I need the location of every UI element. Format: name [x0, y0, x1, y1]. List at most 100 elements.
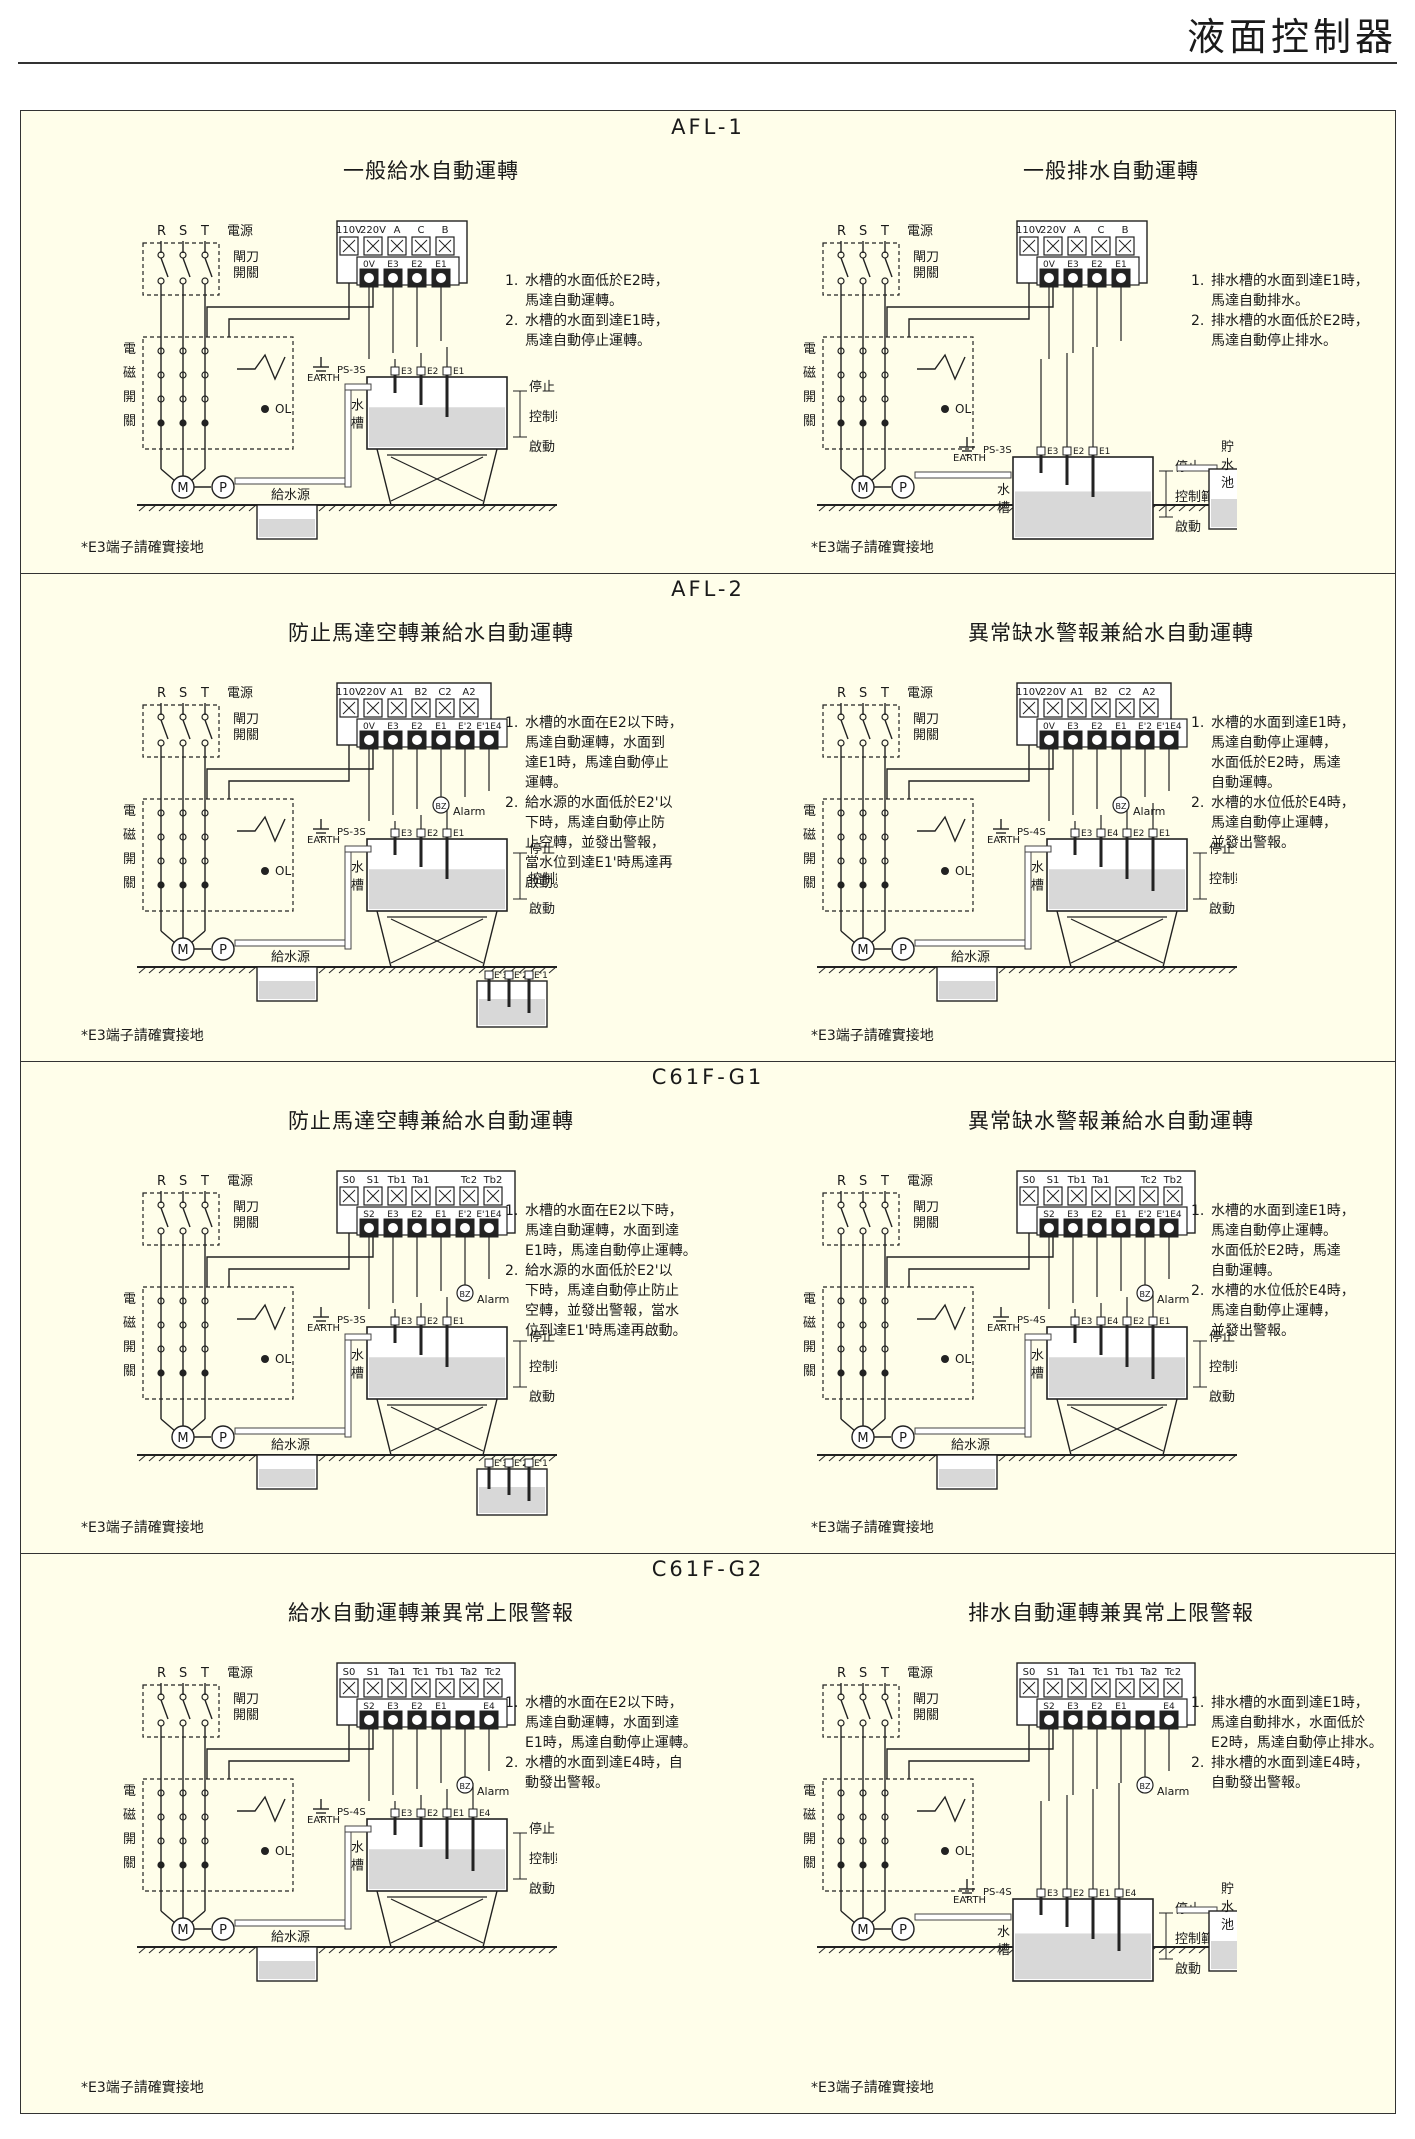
wire — [1208, 1454, 1217, 1462]
wire — [878, 504, 887, 512]
electrode-label: E2 — [1073, 447, 1084, 457]
wire — [482, 1398, 498, 1456]
terminal-label: S2 — [363, 1210, 374, 1220]
electrode-label: E1 — [453, 367, 464, 377]
wire — [908, 1454, 917, 1462]
wire — [868, 504, 877, 512]
wire — [438, 504, 447, 512]
terminal-label: E3 — [387, 260, 398, 270]
electrode-terminal — [1036, 1888, 1046, 1898]
terminal-screw-head — [364, 273, 374, 283]
wire — [148, 966, 157, 974]
supply-source-label: 給水源 — [271, 1438, 310, 1453]
terminal-label: E'1E4 — [1156, 1210, 1182, 1220]
panel-title: 一般給水自動運轉 — [343, 159, 519, 183]
electrode-label: E1 — [453, 1809, 464, 1819]
wire — [1108, 966, 1117, 974]
terminal-label: Tc1 — [412, 1667, 429, 1678]
magnetic-switch-label: 開 — [123, 390, 136, 405]
wire — [1028, 1454, 1037, 1462]
wire — [188, 966, 197, 974]
wire — [478, 1454, 487, 1462]
grounding-footnote: *E3端子請確實接地 — [81, 2080, 204, 2096]
terminal-screw-head — [1164, 1715, 1174, 1725]
model-name: C61F-G2 — [651, 1557, 765, 1581]
note-line: 排水槽的水面到達E4時， — [1211, 1755, 1369, 1771]
alarm-label: Alarm — [1157, 1293, 1189, 1306]
note-item: 2.給水源的水面低於E2'以下時，馬達自動停止防止空轉，並發出警報，當水位到達E… — [505, 1261, 697, 1341]
note-number: 1. — [1191, 1695, 1205, 1711]
wire — [376, 448, 392, 506]
wire — [358, 1946, 367, 1954]
wire — [428, 504, 437, 512]
magnetic-switch-label: 電 — [123, 1292, 136, 1307]
wire — [1118, 966, 1127, 974]
wire — [1178, 966, 1187, 974]
wire — [208, 1946, 217, 1954]
wire — [218, 504, 227, 512]
wire — [878, 1946, 887, 1954]
electrode-label: E4 — [1125, 1889, 1137, 1899]
terminal-screw-head — [1164, 1223, 1174, 1233]
wire — [448, 1454, 457, 1462]
wire — [376, 1398, 392, 1456]
note-line: 馬達自動停止排水。 — [1211, 333, 1337, 349]
wire — [1088, 966, 1097, 974]
terminal-screw-head — [1140, 1223, 1150, 1233]
wire — [840, 1699, 849, 1720]
magnetic-switch-box — [822, 1286, 974, 1400]
wire — [908, 1725, 1030, 1779]
terminal-label: S2 — [1043, 1210, 1054, 1220]
buzzer-symbol — [1136, 1284, 1154, 1302]
electrode-label: E4 — [1107, 1317, 1119, 1327]
wire — [438, 1189, 452, 1203]
phase-label-r: R — [157, 224, 166, 239]
wire — [378, 1454, 387, 1462]
note-line: 馬達自動停止運轉， — [1211, 735, 1337, 751]
pump-label: P — [899, 481, 907, 496]
electrode-label: E3 — [401, 1809, 412, 1819]
wire — [1168, 966, 1177, 974]
terminal-label: E2 — [1091, 260, 1102, 270]
note-line: 馬達自動運轉，水面到達 — [525, 1715, 679, 1731]
note-line: 自動運轉。 — [1211, 1263, 1281, 1279]
note-line: E2時，馬達自動停止排水。 — [1211, 1735, 1383, 1751]
wire — [148, 1946, 157, 1954]
terminal-label: S1 — [1047, 1175, 1060, 1186]
terminal-label: 0V — [363, 260, 376, 270]
wire — [228, 966, 237, 974]
supply-water — [259, 981, 315, 999]
tank-water — [1049, 869, 1185, 909]
wire — [1178, 504, 1187, 512]
wire — [188, 1946, 197, 1954]
probe-label: PS-4S — [337, 1807, 366, 1818]
wire — [548, 966, 557, 974]
phase-label-r: R — [157, 686, 166, 701]
terminal-screw-head — [388, 735, 398, 745]
wire — [538, 1454, 547, 1462]
wire — [438, 701, 452, 715]
wire — [342, 239, 356, 253]
wire — [917, 1795, 966, 1823]
note-item: 2.排水槽的水面低於E2時，馬達自動停止排水。 — [1191, 311, 1369, 351]
earth-label: EARTH — [987, 1323, 1020, 1334]
terminal-label: 110V — [336, 225, 362, 236]
wire — [398, 504, 407, 512]
note-line: 排水槽的水面到達E1時， — [1211, 1695, 1369, 1711]
earth-label: EARTH — [307, 1815, 340, 1826]
power-label: 電源 — [227, 1666, 253, 1681]
pipe — [914, 939, 1026, 947]
grounding-footnote: *E3端子請確實接地 — [811, 2080, 934, 2096]
note-line: 給水源的水面低於E2'以 — [525, 1263, 673, 1279]
wire — [548, 1946, 557, 1954]
switch-contact — [179, 1227, 187, 1235]
operation-notes: 1.水槽的水面到達E1時，馬達自動停止運轉。水面低於E2時，馬達自動運轉。2.水… — [1191, 1201, 1355, 1341]
buzzer-symbol — [456, 1284, 474, 1302]
knife-switch-box — [142, 1684, 220, 1738]
terminal-label: Tb1 — [1067, 1175, 1087, 1186]
terminal-label: E1 — [435, 1210, 446, 1220]
wire — [238, 966, 247, 974]
note-number: 1. — [1191, 273, 1205, 289]
knife-switch-label: 開關 — [233, 266, 259, 281]
